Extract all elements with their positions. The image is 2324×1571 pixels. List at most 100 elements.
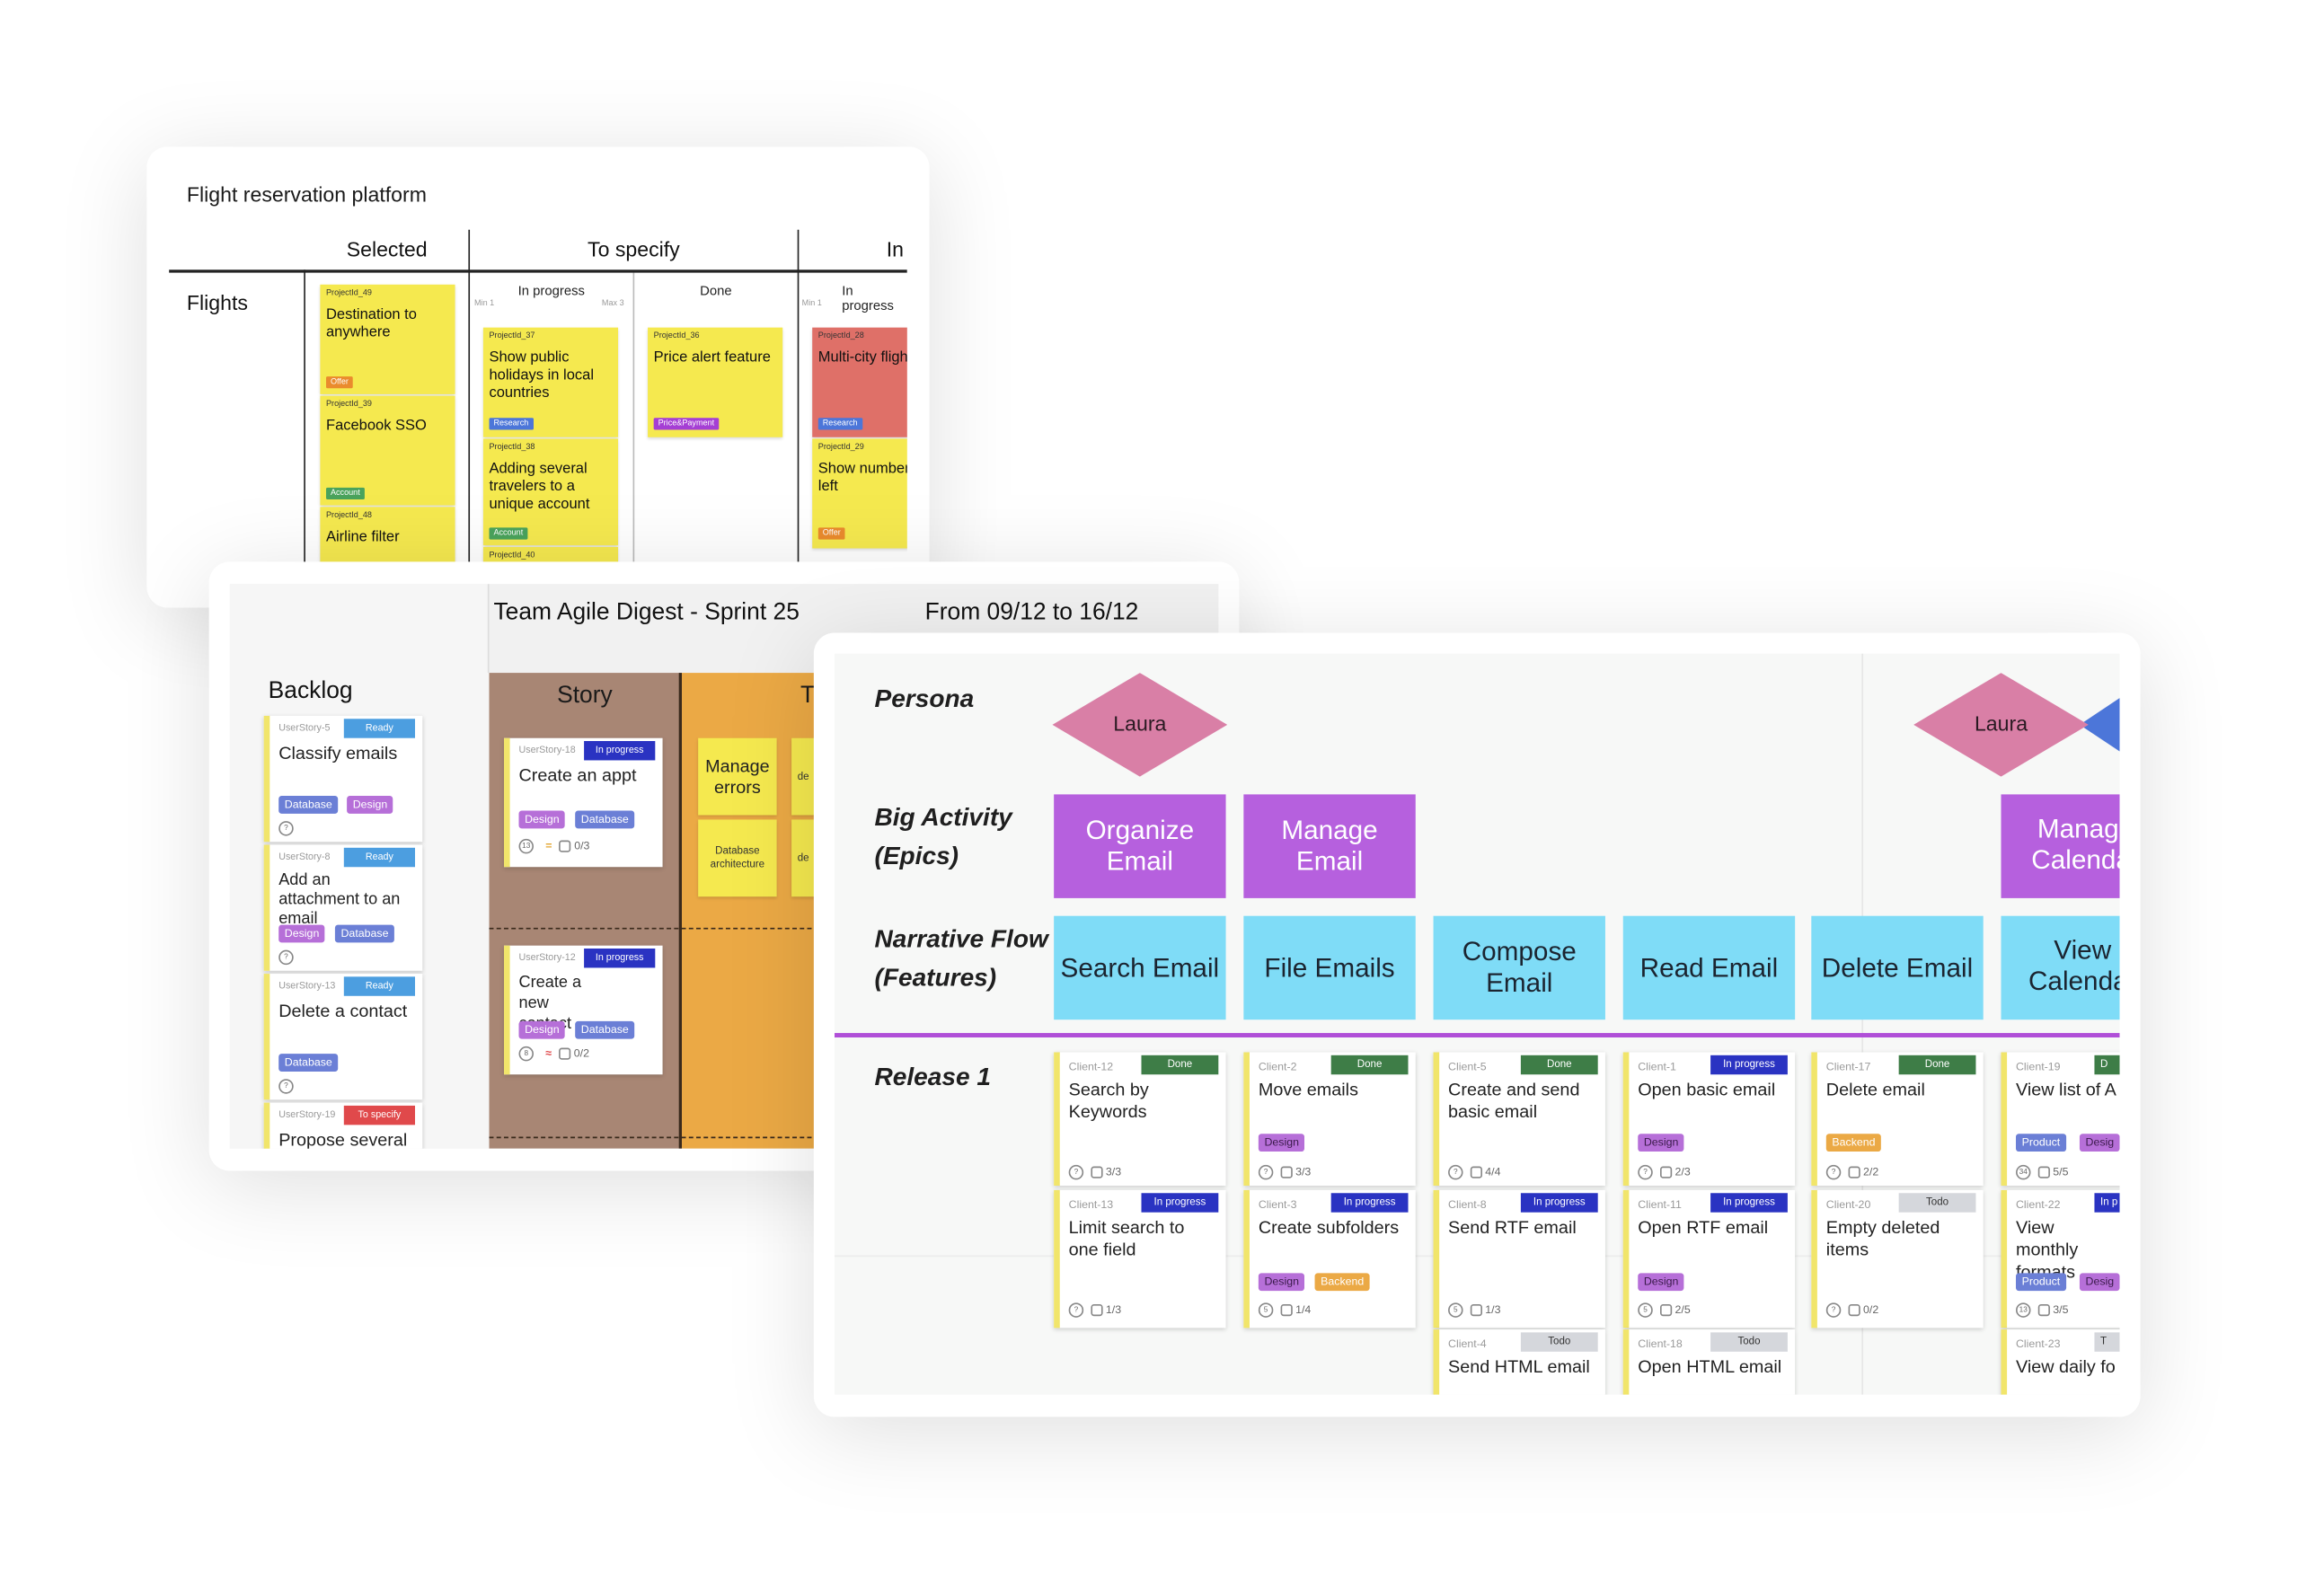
card-footer: ?3/3 [1068, 1165, 1121, 1180]
sticky-card[interactable]: ProjectId_36 Price alert feature Price&P… [648, 327, 783, 437]
tag-design: Design [347, 796, 393, 814]
feature-label: View Calendar [2028, 935, 2120, 996]
backlog-card[interactable]: UserStory-19 To specify Propose several [263, 1102, 423, 1149]
sticky-card[interactable]: ProjectId_37 Show public holidays in loc… [482, 327, 619, 437]
row-label-features: Narrative Flow (Features) [874, 924, 1048, 992]
card-footer: ?2/3 [1638, 1165, 1691, 1180]
story-card[interactable]: UserStory-12 In progress Create a new co… [504, 945, 663, 1075]
status-badge: Ready [343, 719, 415, 738]
status-badge: D [2094, 1055, 2120, 1075]
persona-diamond[interactable]: Laura [1052, 673, 1228, 777]
sticky-card[interactable]: ProjectId_28 Multi-city flight Research [812, 327, 907, 437]
release-card[interactable]: Client-17 Done Delete email Backend ?2/2 [1811, 1052, 1984, 1186]
feature-card[interactable]: File Emails [1243, 915, 1416, 1020]
release-card[interactable]: Client-22 In p View monthly formats Prod… [2001, 1189, 2120, 1328]
tag-research: Research [489, 418, 534, 430]
backlog-card[interactable]: UserStory-8 Ready Add an attachment to a… [263, 844, 423, 971]
column-divider [678, 673, 682, 1149]
card-title: Show number of tickets left [817, 461, 907, 496]
task-sticky[interactable]: Manage errors [698, 737, 777, 816]
release-card[interactable]: Client-11 In progress Open RTF email Des… [1622, 1189, 1796, 1328]
sticky-card[interactable]: ProjectId_39 Facebook SSO Account [320, 395, 455, 506]
subcolumn-in-progress-2: In progress [842, 283, 894, 313]
status-badge: Done [1141, 1055, 1219, 1075]
release-card[interactable]: Client-12 Done Search by Keywords ?3/3 [1054, 1052, 1226, 1186]
card-id: Client-8 [1448, 1197, 1487, 1212]
tag-product: Product [2016, 1134, 2066, 1152]
card-id: Client-2 [1258, 1059, 1297, 1073]
card-title: Price alert feature [653, 349, 771, 366]
status-badge: Done [1330, 1055, 1409, 1075]
release-card[interactable]: Client-4 Todo Send HTML email [1433, 1329, 1605, 1395]
task-title: Database architecture [710, 846, 765, 870]
task-sticky[interactable]: Database architecture [698, 819, 777, 897]
persona-diamond[interactable]: Laura [1913, 673, 2089, 777]
card-footer: ?0/2 [1825, 1302, 1878, 1318]
feature-card[interactable]: Compose Email [1433, 915, 1605, 1020]
wip-min: Min 1 [474, 299, 495, 309]
backlog-card[interactable]: UserStory-13 Ready Delete a contact Data… [263, 974, 423, 1100]
feature-card[interactable]: Search Email [1054, 915, 1226, 1020]
release-card[interactable]: Client-20 Todo Empty deleted items ?0/2 [1811, 1189, 1984, 1328]
release-card[interactable]: Client-23 T View daily fo [2001, 1329, 2120, 1395]
story-card[interactable]: UserStory-18 In progress Create an appt … [504, 737, 663, 868]
release-card[interactable]: Client-3 In progress Create subfolders D… [1243, 1189, 1416, 1328]
feature-card[interactable]: Delete Email [1811, 915, 1984, 1020]
tag-database: Database [278, 796, 339, 814]
diamond-shape [1913, 673, 2089, 777]
board-title: Flight reservation platform [186, 181, 427, 207]
status-badge: In progress [1520, 1193, 1598, 1213]
divider [487, 584, 490, 674]
tag-database: Database [575, 1020, 635, 1039]
card-id: Client-5 [1448, 1059, 1487, 1073]
sticky-card[interactable]: ProjectId_38 Adding several travelers to… [482, 438, 619, 546]
feature-card[interactable]: View Calendar [2001, 915, 2120, 1020]
card-id: Client-3 [1258, 1197, 1297, 1212]
card-id: Client-20 [1825, 1197, 1871, 1212]
column-header-in[interactable]: In [886, 237, 904, 261]
tag-account: Account [489, 527, 528, 540]
backlog-card[interactable]: UserStory-5 Ready Classify emails Databa… [263, 715, 423, 843]
card-id: Client-1 [1638, 1059, 1676, 1073]
release-card[interactable]: Client-5 Done Create and send basic emai… [1433, 1052, 1605, 1186]
story-map-canvas: Persona Big Activity (Epics) Narrative F… [834, 653, 2120, 1395]
release-card[interactable]: Client-2 Done Move emails Design ?3/3 [1243, 1052, 1416, 1186]
story-footer: 13=0/3 [518, 839, 589, 854]
persona-diamond-partial [2079, 673, 2120, 777]
story-column-header[interactable]: Story [557, 683, 613, 709]
sticky-card[interactable]: ProjectId_49 Destination to anywhere Off… [320, 284, 455, 394]
tag-database: Database [575, 810, 635, 829]
feature-card[interactable]: Read Email [1622, 915, 1796, 1020]
release-card[interactable]: Client-1 In progress Open basic email De… [1622, 1052, 1796, 1186]
divider [468, 229, 471, 586]
tag-design: Design [518, 810, 566, 829]
card-footer: ?2/2 [1825, 1165, 1878, 1180]
task-column-header[interactable]: T [800, 683, 816, 709]
card-title: Propose several [278, 1129, 408, 1149]
card-id: ProjectId_36 [653, 331, 700, 341]
sprint-date-range: From 09/12 to 16/12 [924, 600, 1139, 626]
release-divider [834, 1033, 2120, 1037]
card-id: Client-17 [1825, 1059, 1871, 1073]
card-id: Client-18 [1638, 1337, 1683, 1351]
row-label-persona: Persona [874, 684, 975, 713]
tag-design: Design [1638, 1134, 1684, 1152]
card-id: UserStory-13 [278, 981, 336, 992]
column-header-selected[interactable]: Selected [346, 237, 428, 261]
card-title: Create an appt [518, 764, 637, 786]
sticky-card[interactable]: ProjectId_29 Show number of tickets left… [812, 438, 907, 549]
card-title: Delete a contact [278, 1000, 408, 1021]
status-badge: Done [1520, 1055, 1598, 1075]
tag-offer: Offer [326, 376, 353, 389]
release-card[interactable]: Client-19 D View list of A Product Desig… [2001, 1052, 2120, 1186]
release-card[interactable]: Client-13 In progress Limit search to on… [1054, 1189, 1226, 1328]
epic-card[interactable]: Manage Calendar [2001, 794, 2120, 898]
release-card[interactable]: Client-18 Todo Open HTML email [1622, 1329, 1796, 1395]
epic-card[interactable]: Manage Email [1243, 794, 1416, 898]
column-header-to-specify[interactable]: To specify [588, 237, 680, 261]
epic-card[interactable]: Organize Email [1054, 794, 1226, 898]
